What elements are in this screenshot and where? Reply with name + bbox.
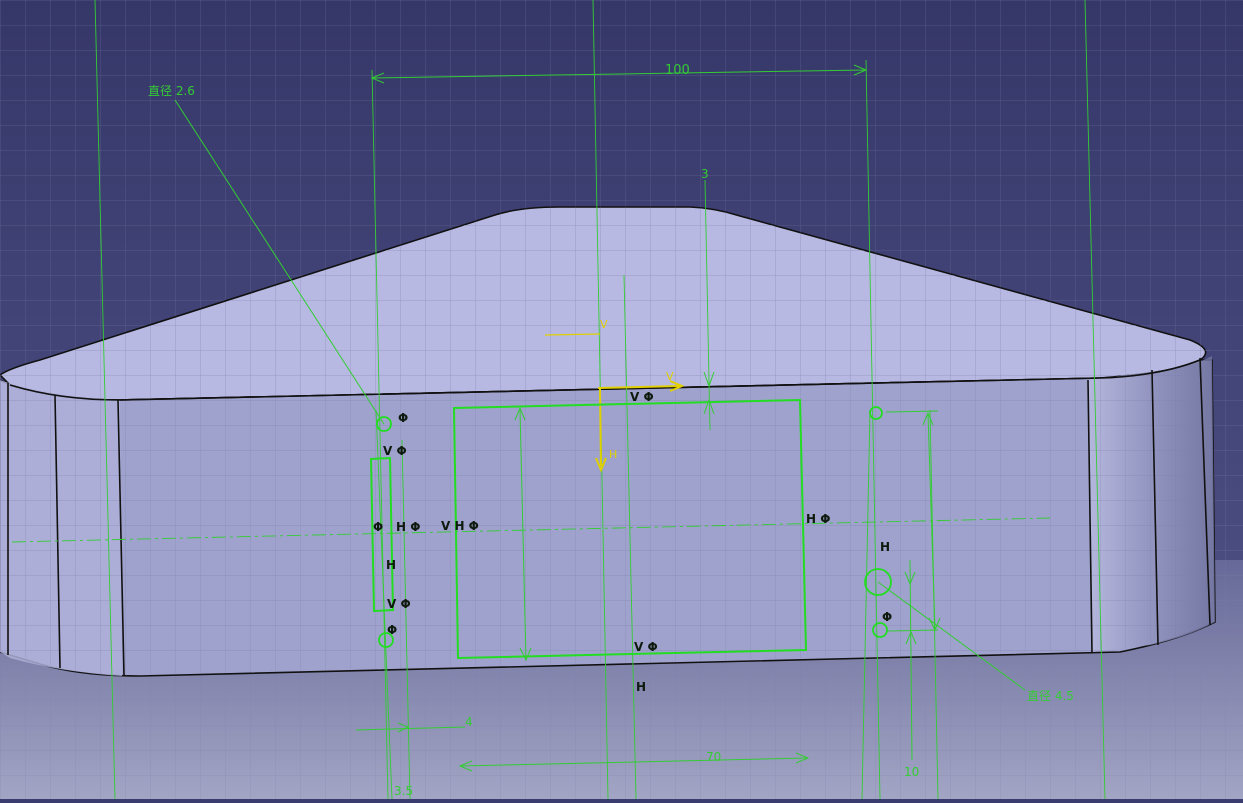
axis-v-label-top: V xyxy=(600,318,608,331)
dimension-70[interactable] xyxy=(458,406,810,772)
constraint-vphi-slot-top: V Φ xyxy=(383,444,407,458)
hole-bottom-right[interactable] xyxy=(872,622,888,638)
dimension-3[interactable] xyxy=(703,371,715,415)
constraint-vhphi-left: V H Φ xyxy=(441,519,479,533)
constraint-vphi-slot-bottom: V Φ xyxy=(387,597,411,611)
hole-top-right[interactable] xyxy=(869,406,883,420)
callout-diameter-4-5[interactable]: 直径 4.5 xyxy=(1027,689,1074,703)
axis-h-label: H xyxy=(609,448,617,461)
dimension-4[interactable] xyxy=(355,722,466,733)
callout-diameter-2-6[interactable]: 直径 2.6 xyxy=(148,84,195,98)
dimension-70-label: 70 xyxy=(706,750,721,764)
constraint-phi-slot: Φ xyxy=(373,520,383,534)
dimension-4-label: 4 xyxy=(465,715,473,729)
constraint-symbols: V Φ V Φ H Φ V H Φ H Φ Φ V Φ V Φ H Φ Φ H … xyxy=(373,390,892,694)
constraint-hphi-slot: H Φ xyxy=(396,520,420,534)
dimension-100[interactable] xyxy=(370,64,868,84)
rectangle-profile[interactable] xyxy=(452,398,808,660)
constraint-h-slot: H xyxy=(386,558,396,572)
constraint-h-bottom: H xyxy=(636,680,646,694)
constraint-phi-hole-bl: Φ xyxy=(387,623,397,637)
constraint-h-right: H xyxy=(880,540,890,554)
part-edges xyxy=(7,357,1211,677)
constraint-vphi-top: V Φ xyxy=(630,390,654,404)
h-centerline xyxy=(11,517,1051,543)
sketch-axis[interactable] xyxy=(544,333,685,473)
slot-profile[interactable] xyxy=(369,456,395,613)
hole-middle-right[interactable] xyxy=(864,568,892,596)
dimension-100-label: 100 xyxy=(665,63,690,78)
dimension-3-5-label: 3.5 xyxy=(394,784,413,798)
axis-v-label: V xyxy=(666,370,674,383)
hole-bottom-left[interactable] xyxy=(378,632,394,648)
constraint-phi-hole-br: Φ xyxy=(882,610,892,624)
dimension-10-label: 10 xyxy=(904,765,919,779)
diameter-leaders xyxy=(174,99,1026,691)
constraint-phi-hole-tl: Φ xyxy=(398,411,408,425)
constraint-hphi-right: H Φ xyxy=(806,512,830,526)
dimension-10[interactable] xyxy=(885,410,941,761)
hole-top-left[interactable] xyxy=(376,416,392,432)
dimension-3-label: 3 xyxy=(701,167,709,181)
constraint-vphi-bottom: V Φ xyxy=(634,640,658,654)
